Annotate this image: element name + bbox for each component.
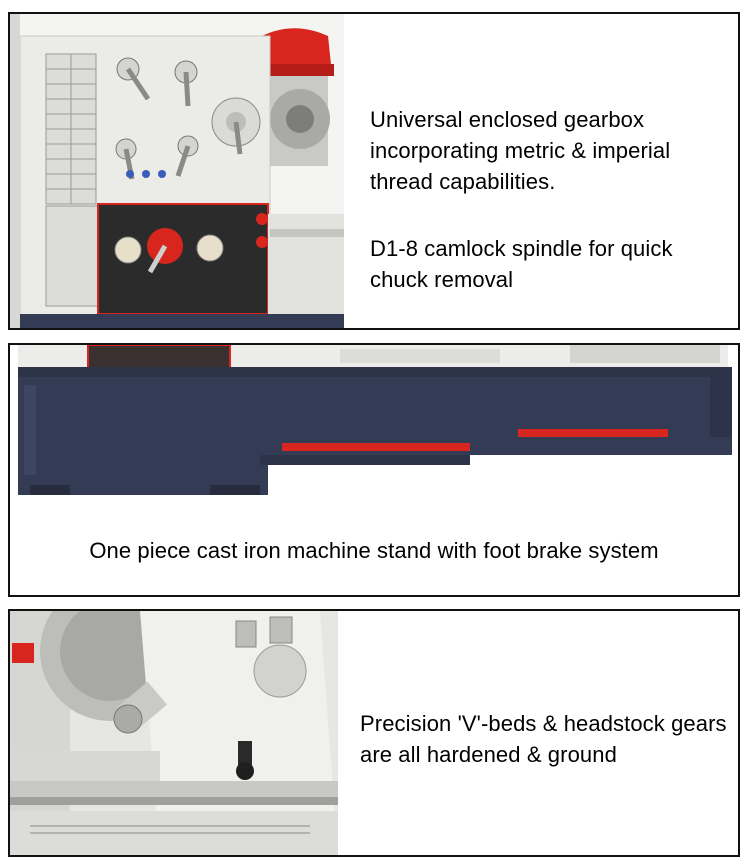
feature-panel-gearbox: Universal enclosed gearbox incorporating… xyxy=(8,12,740,330)
vbeds-feature-caption: Precision 'V'-beds & headstock gears are… xyxy=(360,711,727,767)
stand-feature-caption: One piece cast iron machine stand with f… xyxy=(89,538,659,563)
lathe-vbed-image xyxy=(10,611,338,855)
spindle-feature-text: D1-8 camlock spindle for quick chuck rem… xyxy=(370,236,673,292)
gearbox-feature-text: Universal enclosed gearbox incorporating… xyxy=(370,107,671,194)
lathe-headstock-image xyxy=(10,14,344,328)
feature-panel-vbeds: Precision 'V'-beds & headstock gears are… xyxy=(8,609,740,857)
lathe-stand-image xyxy=(10,345,738,505)
feature-panel-stand: One piece cast iron machine stand with f… xyxy=(8,343,740,597)
